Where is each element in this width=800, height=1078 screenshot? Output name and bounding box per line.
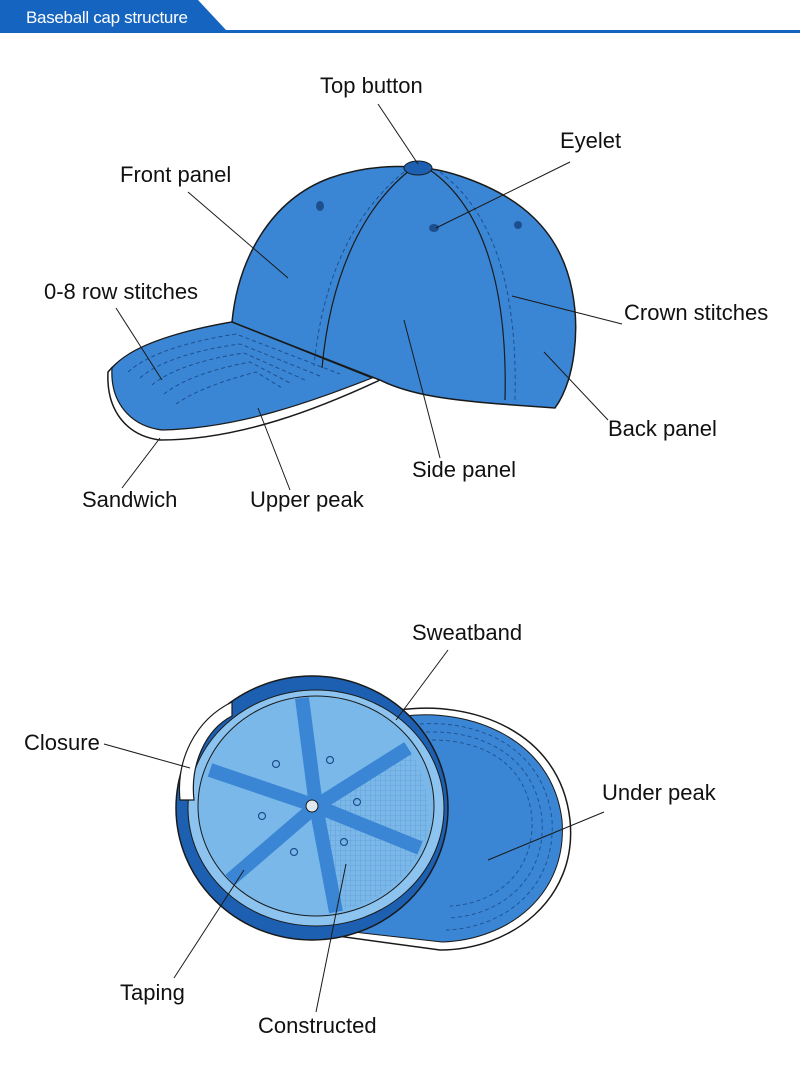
label-sweatband: Sweatband <box>412 620 523 645</box>
label-eyelet: Eyelet <box>560 128 622 153</box>
header-rule <box>0 30 800 33</box>
label-upper-peak: Upper peak <box>250 487 364 512</box>
label-top-button: Top button <box>320 73 423 98</box>
header-tab-shape <box>0 0 226 30</box>
crown <box>231 165 577 409</box>
label-taping: Taping <box>120 980 185 1005</box>
label-side-panel: Side panel <box>412 457 516 482</box>
page-title: Baseball cap structure <box>26 8 188 27</box>
header-tab <box>0 0 230 34</box>
top-button <box>403 160 433 176</box>
closure <box>178 701 233 801</box>
leader-lines-bottom <box>103 649 605 1013</box>
eyelet <box>429 224 439 232</box>
label-front-panel: Front panel <box>120 162 232 187</box>
label-sandwich: Sandwich <box>82 487 178 512</box>
label-crown-stitches: Crown stitches <box>624 300 769 325</box>
eyelet <box>514 221 522 229</box>
label-back-panel: Back panel <box>608 416 717 441</box>
label-row-stitches: 0-8 row stitches <box>44 279 199 304</box>
taping <box>207 697 423 914</box>
leader-lines-top <box>115 103 623 491</box>
label-under-peak: Under peak <box>602 780 716 805</box>
label-constructed: Constructed <box>258 1013 377 1038</box>
label-closure: Closure <box>24 730 100 755</box>
eyelet <box>316 201 324 211</box>
cap-side-view <box>107 160 577 441</box>
constructed-mesh <box>316 752 429 852</box>
cap-under-view <box>175 675 572 951</box>
